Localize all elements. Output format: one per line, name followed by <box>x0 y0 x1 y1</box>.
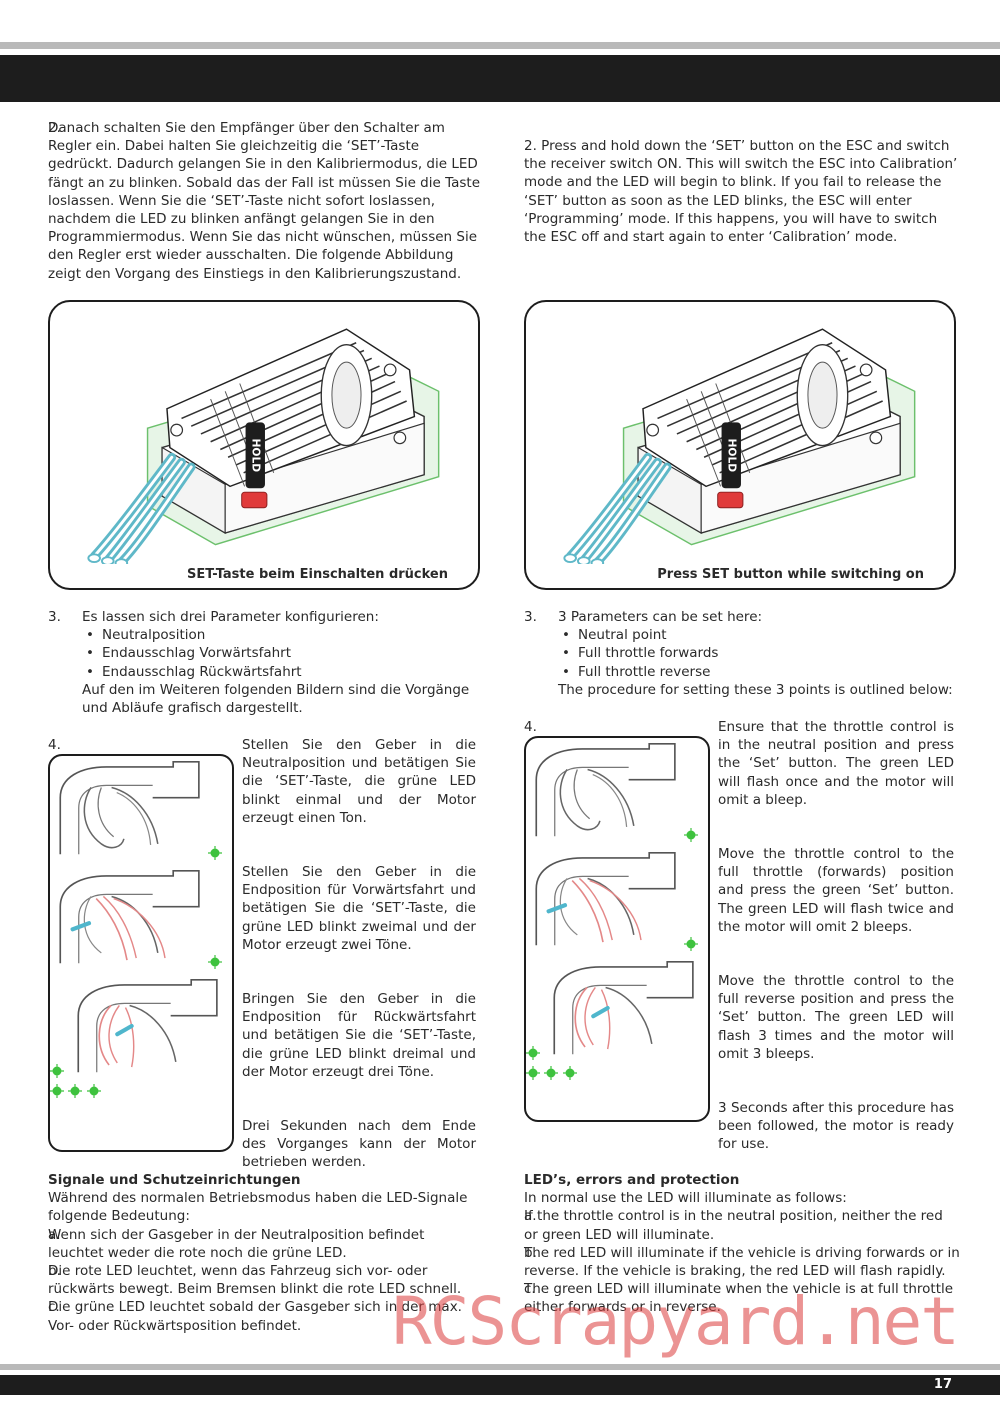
de-signals-intro: Während des normalen Betriebsmodus haben… <box>48 1190 468 1225</box>
watermark: RCScrapyard.net <box>392 1283 960 1360</box>
en-step-4-text: Ensure that the throttle control is in t… <box>718 718 954 1154</box>
en-step-3-outro: The procedure for setting these 3 points… <box>558 681 953 698</box>
en-signal-item: c. The green LED will illuminate when th… <box>524 1280 960 1316</box>
de-step-3-number: 3. <box>48 609 61 625</box>
led-green-icon <box>526 1066 540 1080</box>
en-step-3-intro: 3 Parameters can be set here: <box>558 609 763 625</box>
de-parameter-list: Neutralposition Endausschlag Vorwärtsfah… <box>82 626 480 681</box>
item-letter: a. <box>524 1208 537 1225</box>
en-parameter-list: Neutral point Full throttle forwards Ful… <box>558 626 960 681</box>
de-step-4-text: Stellen Sie den Geber in die Neutralposi… <box>242 736 476 1172</box>
de-signals-section: Signale und Schutzeinrichtungen Während … <box>48 1171 480 1335</box>
item-letter: c. <box>48 1299 60 1316</box>
top-rule <box>0 42 1000 49</box>
item-text: Die rote LED leuchtet, wenn das Fahrzeug… <box>48 1263 462 1298</box>
de-signal-item: a. Wenn sich der Gasgeber in der Neutral… <box>48 1226 480 1262</box>
transmitter-reverse-illustration <box>68 974 222 1078</box>
de-figure-caption: SET-Taste beim Einschalten drücken <box>187 566 448 582</box>
en-figure-caption: Press SET button while switching on <box>657 566 924 582</box>
de-step-4-neutral: Stellen Sie den Geber in die Neutralposi… <box>242 737 476 826</box>
led-green-icon <box>526 1046 540 1060</box>
de-step-3-outro: Auf den im Weiteren folgenden Bildern si… <box>82 681 470 717</box>
en-transmitter-figure <box>524 736 710 1122</box>
en-esc-figure: Press SET button while switching on <box>524 300 956 590</box>
en-step-2-text: 2. Press and hold down the ‘SET’ button … <box>524 138 958 246</box>
transmitter-neutral-illustration <box>50 756 204 860</box>
de-step-3: 3. Es lassen sich drei Parameter konfigu… <box>48 608 480 717</box>
en-step-3: 3. 3 Parameters can be set here: Neutral… <box>524 608 960 699</box>
de-transmitter-figure <box>48 754 234 1152</box>
en-step-4-reverse: Move the throttle control to the full re… <box>718 973 954 1062</box>
esc-illustration <box>50 302 478 564</box>
de-step-2-text: Danach schalten Sie den Empfänger über d… <box>48 120 480 282</box>
item-text: Wenn sich der Gasgeber in der Neutralpos… <box>48 1226 425 1261</box>
led-green-icon <box>50 1084 64 1098</box>
de-signal-item: c. Die grüne LED leuchtet sobald der Gas… <box>48 1298 480 1334</box>
led-green-icon <box>208 846 222 860</box>
list-item: Endausschlag Vorwärtsfahrt <box>82 644 480 662</box>
list-item: Endausschlag Rückwärtsfahrt <box>82 663 480 681</box>
led-green-icon <box>684 937 698 951</box>
en-step-3-number: 3. <box>524 609 537 625</box>
transmitter-forward-illustration <box>50 865 204 969</box>
footer-bar <box>0 1375 1000 1395</box>
list-item: Full throttle forwards <box>558 644 960 662</box>
esc-illustration <box>526 302 954 564</box>
de-step-4-number: 4. <box>48 737 61 753</box>
de-esc-figure: SET-Taste beim Einschalten drücken <box>48 300 480 590</box>
en-step-4-ready: 3 Seconds after this procedure has been … <box>718 1100 954 1153</box>
transmitter-forward-illustration <box>526 847 680 951</box>
item-letter: c. <box>524 1281 536 1298</box>
list-item: Neutralposition <box>82 626 480 644</box>
de-step-4-ready: Drei Sekunden nach dem Ende des Vorgange… <box>242 1118 476 1171</box>
item-letter: a. <box>48 1226 61 1243</box>
led-green-icon <box>68 1084 82 1098</box>
item-text: If the throttle control is in the neutra… <box>524 1208 943 1243</box>
transmitter-neutral-illustration <box>526 738 680 842</box>
transmitter-reverse-illustration <box>544 956 698 1060</box>
item-text: Die grüne LED leuchtet sobald der Gasgeb… <box>48 1299 462 1334</box>
en-step-4-forward: Move the throttle control to the full th… <box>718 846 954 935</box>
led-green-icon <box>50 1064 64 1078</box>
page-number: 17 <box>933 1377 952 1392</box>
led-green-icon <box>208 955 222 969</box>
item-text: The green LED will illuminate when the v… <box>524 1281 954 1316</box>
item-letter: b. <box>524 1244 537 1261</box>
en-step-4-number: 4. <box>524 719 537 735</box>
de-signal-item: b. Die rote LED leuchtet, wenn das Fahrz… <box>48 1262 480 1298</box>
de-step-3-intro: Es lassen sich drei Parameter konfigurie… <box>82 609 379 625</box>
led-green-icon <box>87 1084 101 1098</box>
en-step-4-neutral: Ensure that the throttle control is in t… <box>718 719 954 808</box>
en-step-2: 2. Press and hold down the ‘SET’ button … <box>524 137 960 246</box>
led-green-icon <box>563 1066 577 1080</box>
item-letter: b. <box>48 1263 61 1280</box>
en-signals-section: LED’s, errors and protection In normal u… <box>524 1171 960 1317</box>
de-signals-title: Signale und Schutzeinrichtungen <box>48 1172 301 1188</box>
en-signals-title: LED’s, errors and protection <box>524 1172 740 1188</box>
en-signals-intro: In normal use the LED will illuminate as… <box>524 1190 847 1207</box>
en-signal-item: a. If the throttle control is in the neu… <box>524 1207 960 1243</box>
led-green-icon <box>684 828 698 842</box>
de-step-2: 2. Danach schalten Sie den Empfänger übe… <box>48 119 480 283</box>
led-green-icon <box>544 1066 558 1080</box>
de-step-2-number: 2. <box>48 120 61 136</box>
list-item: Full throttle reverse <box>558 663 960 681</box>
en-signal-item: b. The red LED will illuminate if the ve… <box>524 1244 960 1280</box>
header-bar <box>0 55 1000 102</box>
list-item: Neutral point <box>558 626 960 644</box>
bottom-rule <box>0 1364 1000 1370</box>
item-text: The red LED will illuminate if the vehic… <box>524 1244 960 1280</box>
de-step-4-forward: Stellen Sie den Geber in die Endposition… <box>242 864 476 953</box>
de-step-4-reverse: Bringen Sie den Geber in die Endposition… <box>242 991 476 1080</box>
